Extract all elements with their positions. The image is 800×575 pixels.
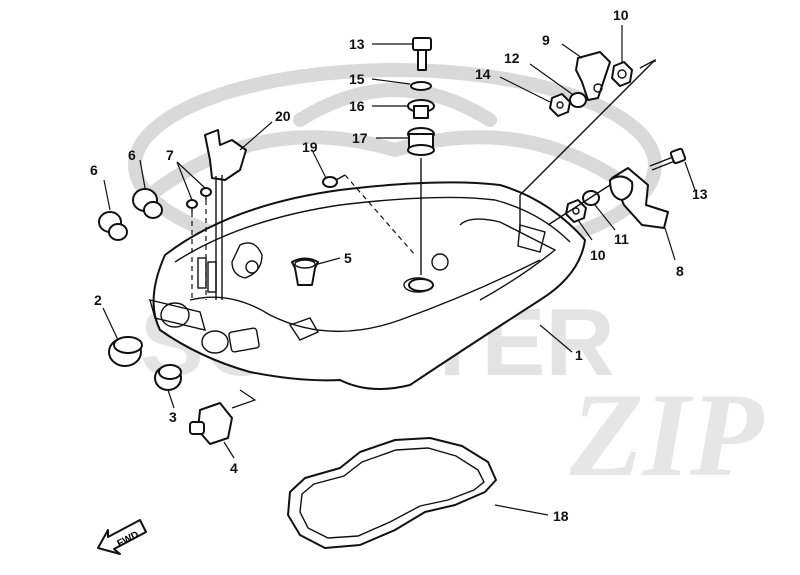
mount-hole bbox=[408, 278, 434, 292]
bracket-part-9 bbox=[575, 51, 611, 101]
callout-5: 5 bbox=[344, 250, 352, 266]
nut-part-10-top bbox=[611, 61, 633, 87]
washer-part-12 bbox=[569, 92, 587, 108]
callout-10-top: 10 bbox=[613, 7, 629, 23]
callout-6-left: 6 bbox=[90, 162, 98, 178]
callout-18: 18 bbox=[553, 508, 569, 524]
plug-part-2 bbox=[108, 336, 143, 367]
bottom-cowling-part-1 bbox=[149, 181, 586, 390]
grommet-part-6-right bbox=[132, 188, 163, 219]
gasket-part-18 bbox=[287, 437, 497, 549]
watermark-text-zip: ZIP bbox=[569, 368, 765, 501]
plug-part-3 bbox=[154, 364, 182, 391]
screws-part-7 bbox=[186, 187, 212, 212]
grommet-part-17 bbox=[407, 127, 435, 156]
grommet-part-6-left bbox=[98, 211, 128, 241]
callout-11: 11 bbox=[614, 231, 629, 247]
callout-3: 3 bbox=[169, 409, 177, 425]
callout-9: 9 bbox=[542, 32, 550, 48]
callout-2: 2 bbox=[94, 292, 102, 308]
callout-19: 19 bbox=[302, 139, 318, 155]
callout-12: 12 bbox=[504, 50, 520, 66]
guide-line-upper-assembly bbox=[519, 59, 656, 196]
callout-13-right: 13 bbox=[692, 186, 708, 202]
bracket-part-20 bbox=[204, 129, 247, 300]
screw-part-19 bbox=[322, 174, 346, 188]
callout-17: 17 bbox=[352, 130, 368, 146]
callout-13-top: 13 bbox=[349, 36, 365, 52]
bracket-part-8 bbox=[609, 167, 669, 229]
callout-6-right: 6 bbox=[128, 147, 136, 163]
bolt-part-13-right bbox=[649, 147, 687, 171]
fwd-arrow-icon: FWD bbox=[97, 519, 147, 555]
leader-lines bbox=[102, 25, 696, 516]
callout-10-right: 10 bbox=[590, 247, 606, 263]
bushing-part-5 bbox=[291, 257, 319, 286]
bolt-part-13-top bbox=[412, 37, 432, 71]
collar-part-16 bbox=[407, 99, 435, 119]
nut-part-14 bbox=[549, 93, 571, 117]
guide-line-right-assembly bbox=[547, 184, 611, 226]
callout-15: 15 bbox=[349, 71, 365, 87]
callout-8: 8 bbox=[676, 263, 684, 279]
callout-20: 20 bbox=[275, 108, 291, 124]
grommet-part-4 bbox=[189, 402, 233, 445]
callout-14: 14 bbox=[475, 66, 491, 82]
washer-part-15 bbox=[410, 81, 432, 91]
callout-16: 16 bbox=[349, 98, 365, 114]
callout-7: 7 bbox=[166, 147, 174, 163]
callout-1: 1 bbox=[575, 347, 583, 363]
callout-labels: 1 2 3 4 5 6 6 7 8 9 10 10 11 12 13 13 14… bbox=[90, 7, 708, 524]
callout-4: 4 bbox=[230, 460, 238, 476]
